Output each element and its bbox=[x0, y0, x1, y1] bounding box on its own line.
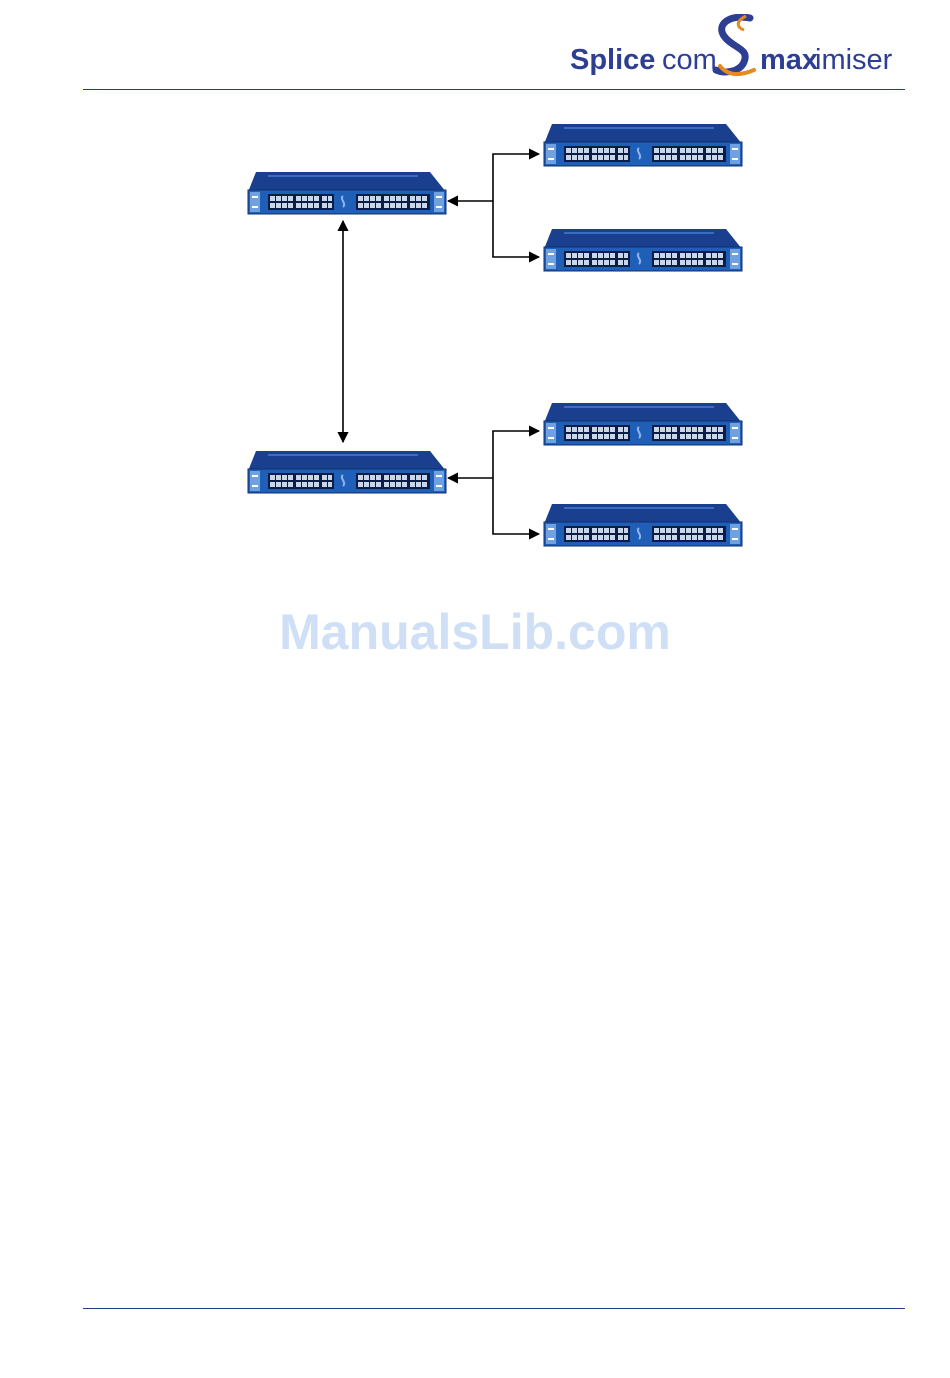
switch-child-2a bbox=[544, 403, 742, 445]
link-main2-child2b bbox=[493, 478, 539, 534]
link-main1-child1a bbox=[493, 154, 539, 201]
network-diagram bbox=[0, 0, 950, 600]
link-main1-child1b bbox=[493, 201, 539, 257]
switch-child-1a bbox=[544, 124, 742, 166]
switch-child-1b bbox=[544, 229, 742, 271]
switch-main-1 bbox=[248, 172, 446, 214]
manualslib-watermark: ManualsLib.com bbox=[0, 603, 950, 661]
link-main2-child2a bbox=[493, 431, 539, 478]
footer-rule bbox=[83, 1308, 905, 1309]
switch-child-2b bbox=[544, 504, 742, 546]
switch-main-2 bbox=[248, 451, 446, 493]
